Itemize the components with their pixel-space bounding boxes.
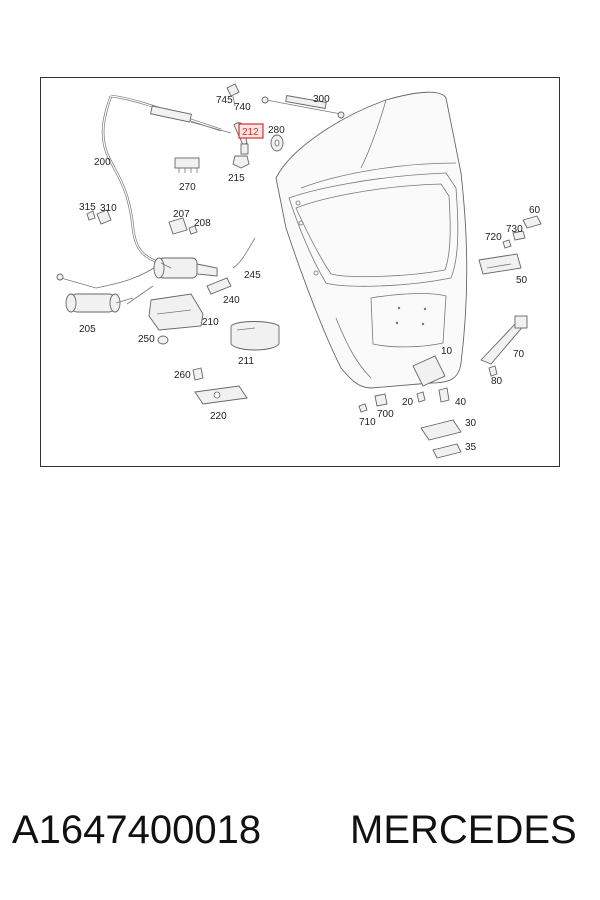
callout-720[interactable]: 720 <box>485 232 502 243</box>
callout-710[interactable]: 710 <box>359 417 376 428</box>
clip-700 <box>374 393 388 407</box>
bracket-207 <box>168 217 188 235</box>
callout-40[interactable]: 40 <box>455 397 467 408</box>
callout-212[interactable]: 212 <box>242 127 259 138</box>
callout-245[interactable]: 245 <box>244 270 261 281</box>
connector-310 <box>96 209 112 225</box>
callout-207[interactable]: 207 <box>173 209 190 220</box>
motor-unit <box>153 257 218 279</box>
screw-208 <box>188 225 198 235</box>
striker-30 <box>420 419 462 441</box>
bolt-40 <box>438 387 450 403</box>
screw-20 <box>416 391 426 403</box>
callout-745[interactable]: 745 <box>216 95 233 106</box>
callout-740[interactable]: 740 <box>234 102 251 113</box>
screw-260 <box>192 367 204 381</box>
callout-315[interactable]: 315 <box>79 202 96 213</box>
callout-310[interactable]: 310 <box>100 203 117 214</box>
callout-200[interactable]: 200 <box>94 157 111 168</box>
callout-270[interactable]: 270 <box>179 182 196 193</box>
callout-280[interactable]: 280 <box>268 125 285 136</box>
clip-315 <box>86 210 96 221</box>
actuator-205 <box>65 293 134 313</box>
cover-211 <box>230 321 280 351</box>
wire-245 <box>232 237 256 269</box>
clip-60 <box>522 215 542 229</box>
callout-210[interactable]: 210 <box>202 317 219 328</box>
callout-220[interactable]: 220 <box>210 411 227 422</box>
bracket-240 <box>206 277 232 295</box>
callout-35[interactable]: 35 <box>465 442 477 453</box>
clip-745 <box>226 83 240 107</box>
screw-710 <box>358 403 368 413</box>
callout-250[interactable]: 250 <box>138 334 155 345</box>
grommet-250 <box>157 335 169 345</box>
callout-205[interactable]: 205 <box>79 324 96 335</box>
callout-10[interactable]: 10 <box>441 346 453 357</box>
callout-300[interactable]: 300 <box>313 94 330 105</box>
callout-240[interactable]: 240 <box>223 295 240 306</box>
brand-name: MERCEDES <box>350 807 577 852</box>
cover-35 <box>432 443 462 459</box>
hinge-50 <box>478 253 522 275</box>
lock-plate-220 <box>194 385 248 405</box>
callout-730[interactable]: 730 <box>506 224 523 235</box>
screw-80 <box>488 365 498 377</box>
callout-260[interactable]: 260 <box>174 370 191 381</box>
tailgate-panel <box>275 91 468 389</box>
leader-lines <box>126 262 172 305</box>
callout-20[interactable]: 20 <box>402 397 414 408</box>
cable-harness <box>56 94 232 289</box>
connector-270 <box>174 157 200 173</box>
footer-caption: A1647400018 MERCEDES <box>0 805 600 855</box>
callout-215[interactable]: 215 <box>228 173 245 184</box>
callout-70[interactable]: 70 <box>513 349 525 360</box>
control-unit-210 <box>148 293 204 331</box>
nut-215 <box>232 155 250 169</box>
callout-700[interactable]: 700 <box>377 409 394 420</box>
callout-60[interactable]: 60 <box>529 205 541 216</box>
clip-730 <box>512 230 526 241</box>
callout-50[interactable]: 50 <box>516 275 528 286</box>
callout-highlight-box <box>238 123 264 139</box>
callout-80[interactable]: 80 <box>491 376 503 387</box>
bushing-280 <box>270 134 284 152</box>
part-number: A1647400018 <box>12 807 262 852</box>
latch-10 <box>412 355 446 387</box>
callout-208[interactable]: 208 <box>194 218 211 229</box>
screw-720 <box>502 239 512 249</box>
callout-211[interactable]: 211 <box>238 356 254 367</box>
gas-strut <box>261 95 345 119</box>
hinge-arm-70 <box>480 315 528 365</box>
callout-30[interactable]: 30 <box>465 418 477 429</box>
